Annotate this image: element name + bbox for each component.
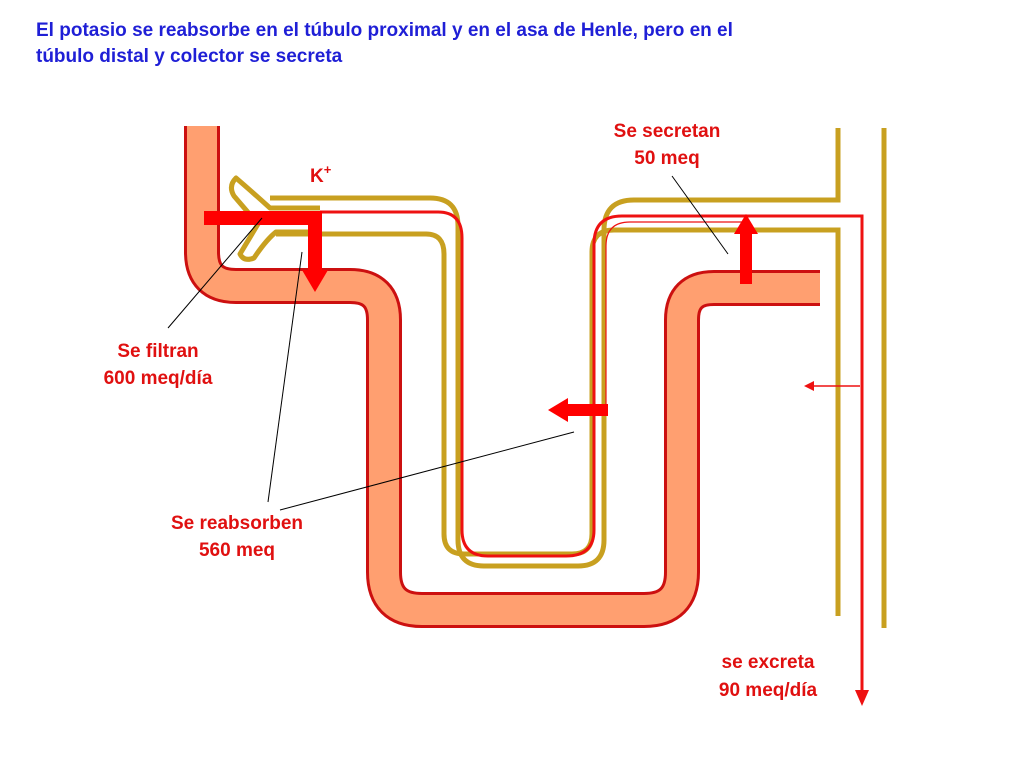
- reabsorbed-label-line-2: 560 meq: [199, 540, 275, 561]
- page-title: El potasio se reabsorbe en el túbulo pro…: [36, 18, 936, 70]
- filtrate-flow-line: [320, 210, 864, 692]
- filtration-arrow: [204, 211, 328, 292]
- reabsorbed-label-line-1: Se reabsorben: [171, 513, 303, 534]
- tubule-fill: [187, 126, 820, 625]
- potassium-charge: +: [324, 162, 332, 177]
- leader-lines: [167, 175, 729, 511]
- nephron-tubule: [184, 126, 820, 628]
- excreted-label-line-1: se excreta: [722, 652, 815, 673]
- excreted-label-line-2: 90 meq/día: [719, 680, 818, 701]
- collecting-duct-reabsorption-arrow: [804, 381, 860, 391]
- loop-reabsorption-arrow: [548, 398, 608, 422]
- excretion-arrowhead: [855, 690, 869, 706]
- potassium-letter: K: [310, 166, 324, 187]
- potassium-symbol: K+: [310, 162, 332, 187]
- secretion-thin-line: [605, 221, 744, 412]
- secreted-label-line-1: Se secretan: [614, 121, 721, 142]
- filtered-label-line-2: 600 meq/día: [104, 368, 213, 389]
- secreted-label-line-2: 50 meq: [634, 148, 699, 169]
- title-line-2: túbulo distal y colector se secreta: [36, 46, 343, 67]
- title-line-1: El potasio se reabsorbe en el túbulo pro…: [36, 20, 733, 41]
- filtered-label-line-1: Se filtran: [117, 341, 198, 362]
- peritubular-vessel: [270, 128, 887, 628]
- secretion-arrow: [734, 214, 758, 284]
